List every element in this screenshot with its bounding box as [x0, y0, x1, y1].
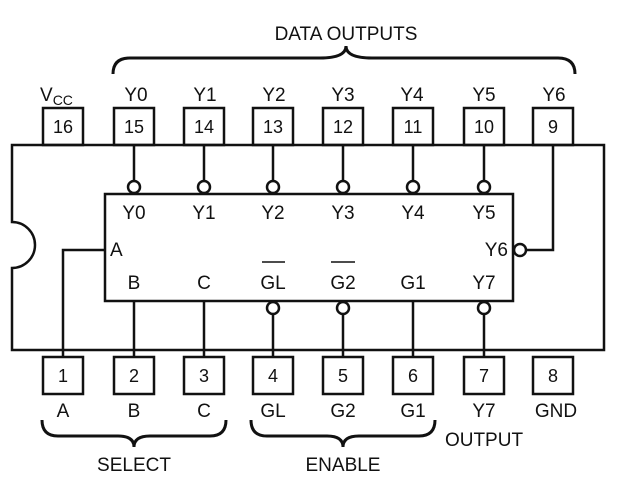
pin-box [321, 355, 365, 396]
pin-number: 3 [199, 366, 209, 386]
inversion-bubble [512, 242, 528, 258]
pin-number: 12 [333, 117, 353, 137]
inversion-bubble [405, 179, 421, 195]
top-pin-label: Y2 [262, 85, 285, 106]
pin-number: 14 [194, 117, 214, 137]
enable-brace [249, 419, 437, 448]
inner-output-label: Y2 [261, 203, 284, 224]
pin-number: 8 [548, 366, 558, 386]
inner-output-label: Y3 [331, 203, 354, 224]
pin-number: 9 [548, 117, 558, 137]
pin-number: 15 [124, 117, 144, 137]
pin-number: 16 [53, 117, 73, 137]
inner-input-label: G1 [400, 273, 425, 294]
ic-package-outline [10, 143, 606, 352]
pin-number: 7 [479, 366, 489, 386]
select-brace [40, 419, 228, 448]
pin-box [391, 355, 435, 396]
select-caption: SELECT [97, 455, 171, 476]
pin-number: 6 [408, 366, 418, 386]
bottom-pin-label: C [197, 401, 211, 422]
top-pin-label: Y1 [193, 85, 216, 106]
inner-input-label: C [197, 273, 211, 294]
wire [527, 145, 555, 252]
pin-box [462, 355, 506, 396]
inner-input-label: Y7 [472, 273, 495, 294]
pin-box [531, 106, 575, 147]
inner-input-label: G2 [330, 273, 355, 294]
top-pin-label: Y3 [331, 85, 354, 106]
inversion-bubble [196, 179, 212, 195]
pin-box [251, 355, 295, 396]
bottom-pin-label: GND [535, 401, 577, 422]
inversion-bubble [335, 300, 351, 316]
pin-box [112, 355, 156, 396]
inner-output-label: Y5 [472, 203, 495, 224]
inversion-bubble [265, 300, 281, 316]
bottom-pin-label: Y7 [472, 401, 495, 422]
inner-output-label: Y1 [192, 203, 215, 224]
inner-output-label: Y0 [122, 203, 145, 224]
inner-a-label: A [110, 240, 123, 261]
bottom-pin-label: GL [260, 401, 285, 422]
inversion-bubble [476, 300, 492, 316]
inner-y6-label: Y6 [485, 240, 508, 261]
pin-number: 11 [404, 117, 423, 137]
data-outputs-brace [111, 45, 577, 75]
pin-box [531, 355, 575, 396]
pin-number: 2 [129, 366, 139, 386]
pin-number: 5 [338, 366, 348, 386]
pin-number: 4 [268, 366, 278, 386]
inversion-bubble [335, 179, 351, 195]
top-pin-label: Y6 [542, 85, 565, 106]
top-pin-label: Y4 [400, 85, 424, 106]
bottom-pin-label: A [57, 401, 70, 422]
pin-number: 10 [474, 117, 494, 137]
data-outputs-caption: DATA OUTPUTS [275, 24, 418, 45]
bottom-pin-label: G1 [400, 401, 425, 422]
output-caption: OUTPUT [445, 430, 524, 451]
inner-input-label: B [128, 273, 141, 294]
top-pin-label: Y5 [472, 85, 495, 106]
decoder-block [103, 192, 515, 303]
bottom-pin-label: B [128, 401, 141, 422]
vcc-label: VCC [40, 85, 73, 108]
pin-box [391, 106, 435, 147]
inversion-bubble [265, 179, 281, 195]
bottom-pin-label: G2 [330, 401, 355, 422]
inversion-bubble [476, 179, 492, 195]
pin-box [251, 106, 295, 147]
pin-box [41, 355, 85, 396]
top-pin-label: Y0 [124, 85, 147, 106]
inner-output-label: Y4 [401, 203, 425, 224]
wire [61, 248, 105, 357]
pin-box [182, 355, 226, 396]
inner-input-label: GL [260, 273, 285, 294]
pin-number: 1 [58, 366, 68, 386]
pin-number: 13 [263, 117, 283, 137]
enable-caption: ENABLE [306, 455, 381, 476]
inversion-bubble [126, 179, 142, 195]
